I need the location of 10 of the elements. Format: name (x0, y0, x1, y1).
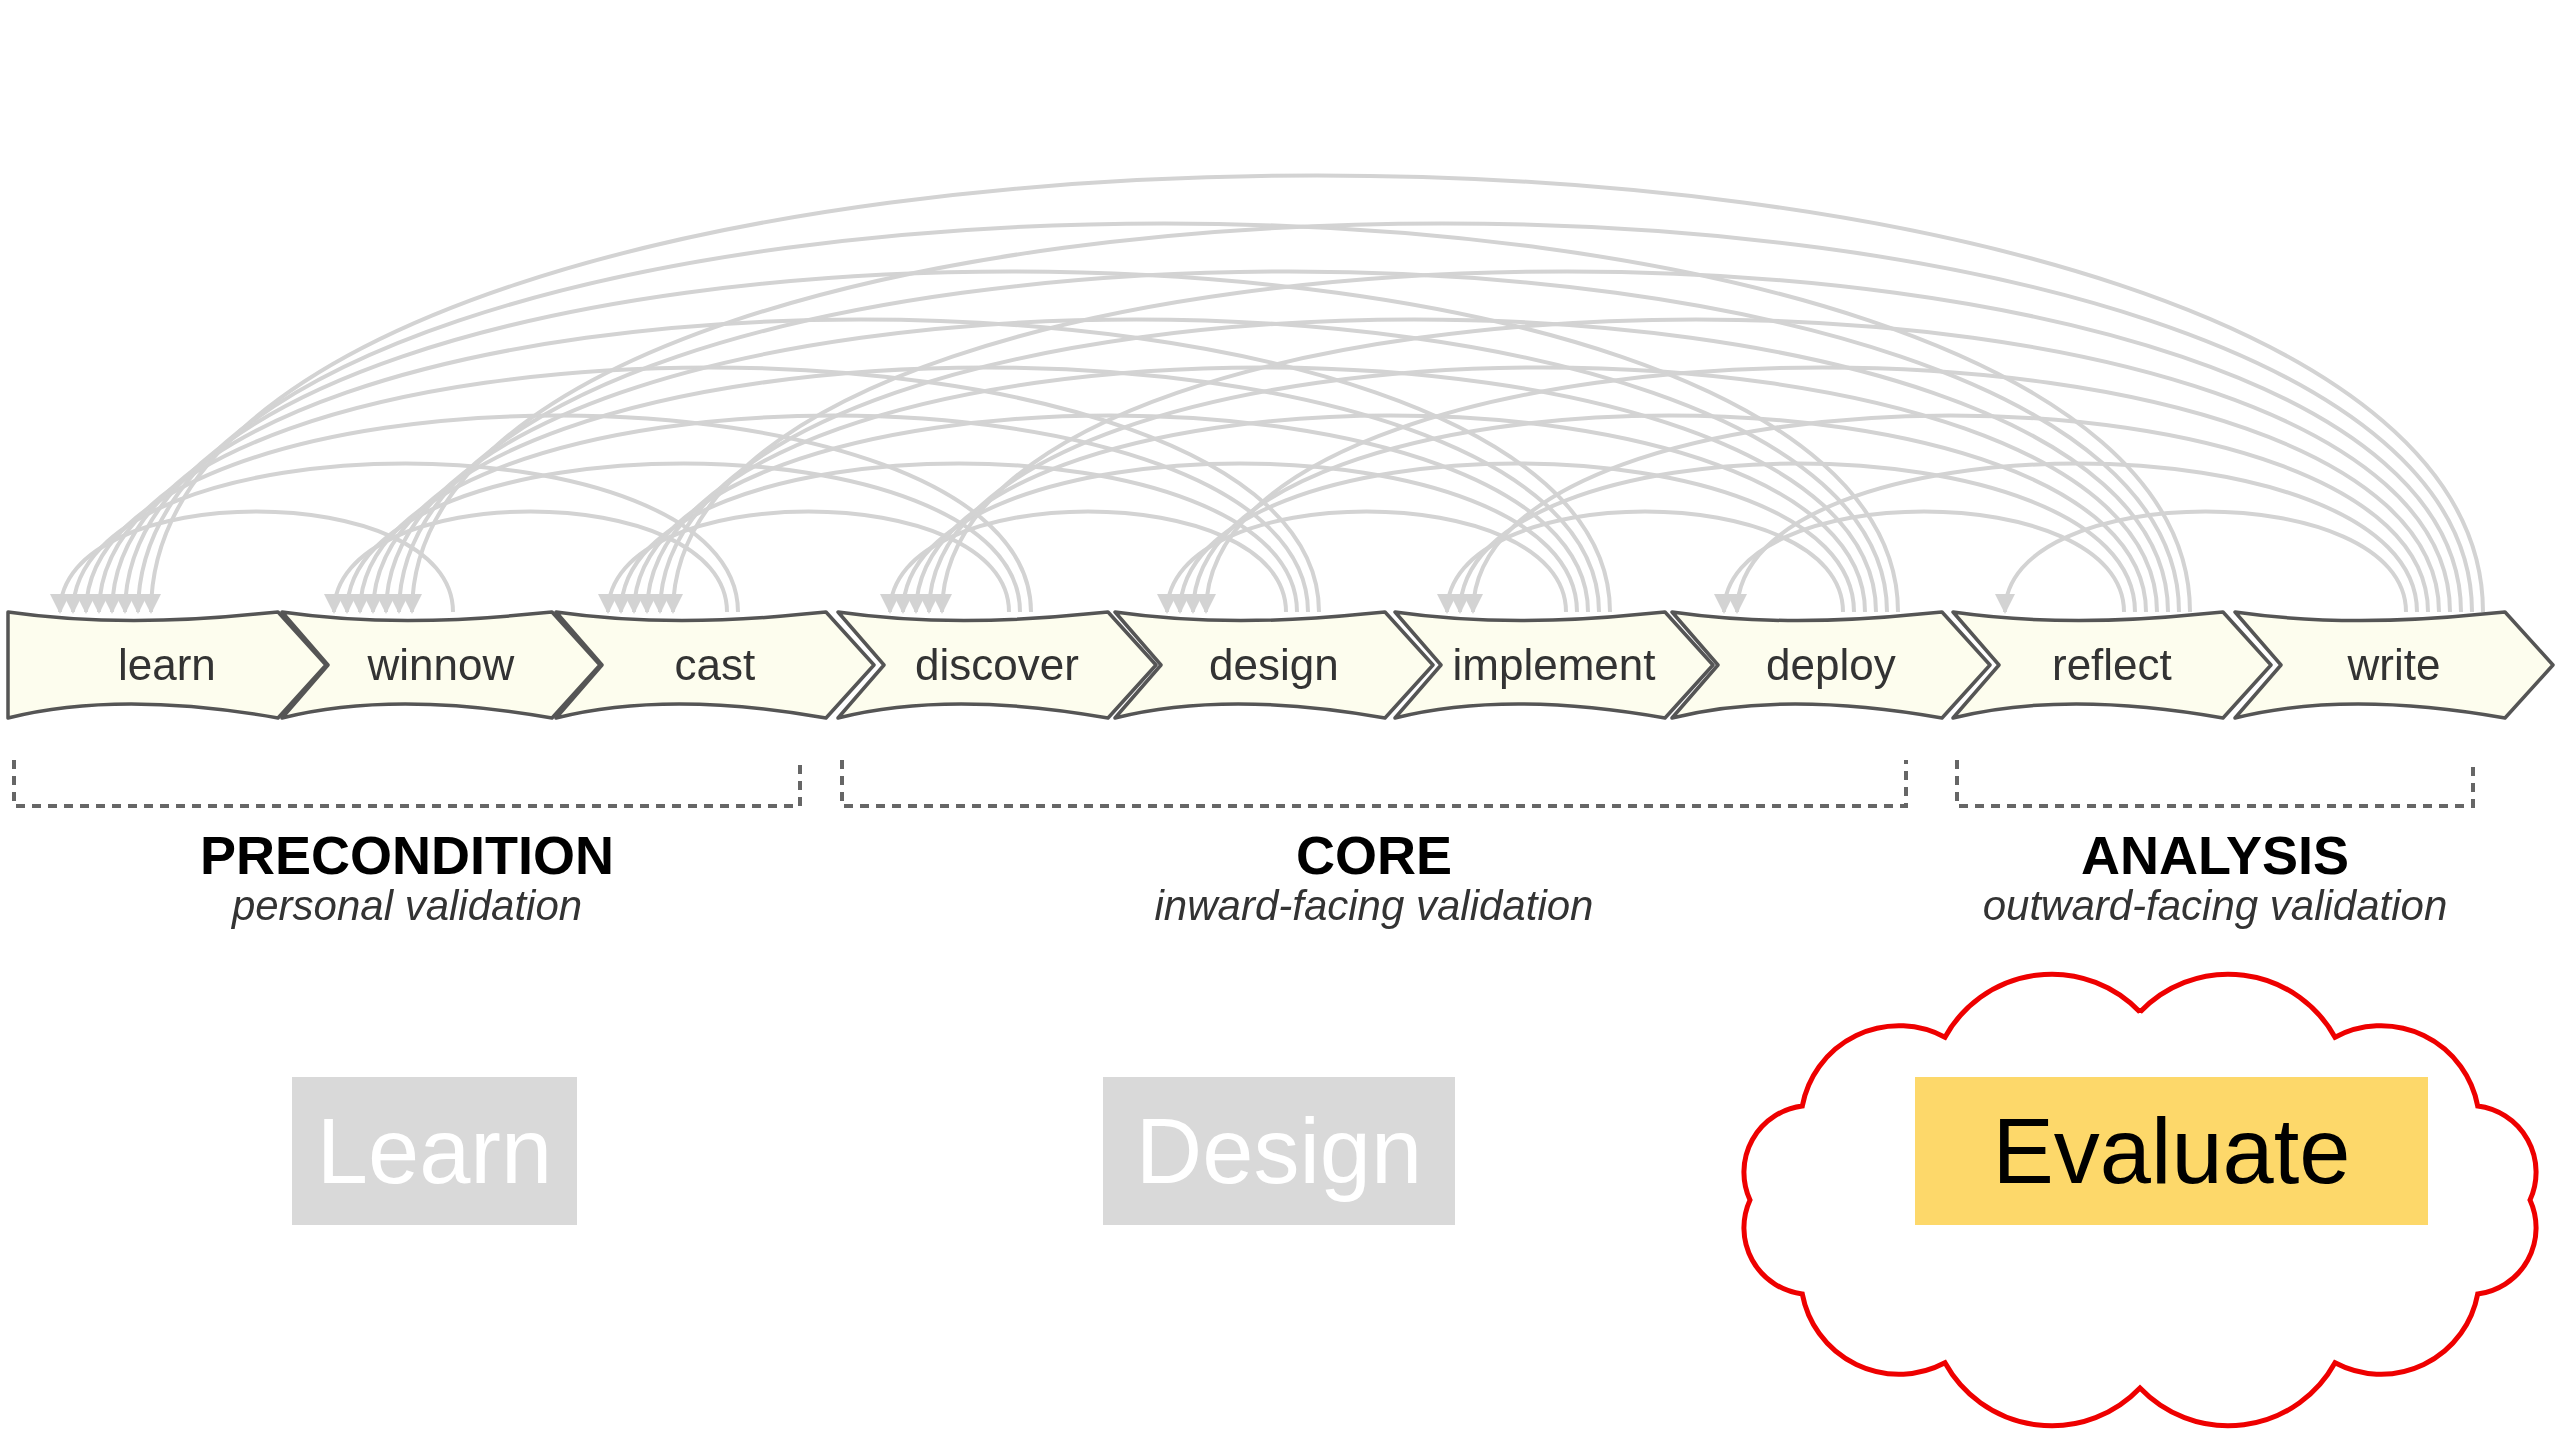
stage-label: learn (118, 640, 216, 690)
stage-label: winnow (367, 640, 515, 690)
stage-label: implement (1452, 640, 1656, 690)
highlighted-phase-label: Evaluate (1915, 1077, 2428, 1225)
stage-label: reflect (2052, 640, 2172, 690)
stage-label: write (2347, 640, 2441, 690)
stage-label: cast (674, 640, 756, 690)
stage-label: deploy (1766, 640, 1896, 690)
stage-label: discover (915, 640, 1079, 690)
stage-label: design (1209, 640, 1339, 690)
